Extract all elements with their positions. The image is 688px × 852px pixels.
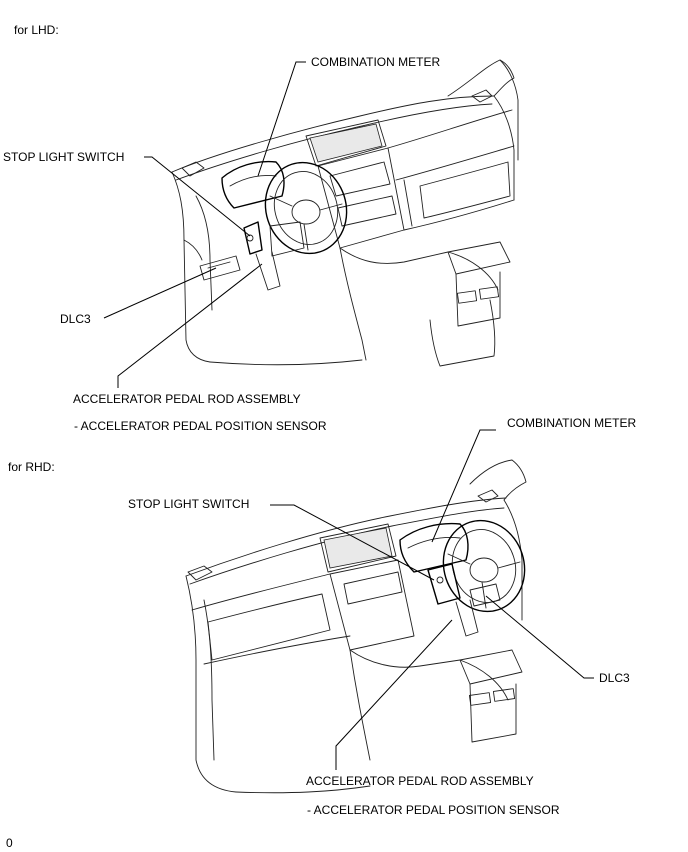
rhd-dlc3-leader [485, 595, 594, 679]
lhd-combination-meter-label: COMBINATION METER [311, 55, 441, 69]
rhd-dlc3-label: DLC3 [599, 671, 630, 685]
rhd-leader-lines [270, 429, 594, 770]
rhd-accelerator-pedal-leader [335, 619, 453, 770]
lhd-leader-lines [103, 61, 306, 388]
lhd-accelerator-pedal-leader [117, 263, 263, 388]
rhd-stop-light-switch-leader [270, 504, 435, 581]
lhd-dlc3-leader [103, 267, 217, 319]
figure-code: 0 [6, 836, 13, 850]
rhd-heading: for RHD: [8, 460, 55, 474]
lhd-stop-light-switch-label: STOP LIGHT SWITCH [3, 150, 125, 164]
lhd-stop-light-switch-leader [144, 156, 251, 237]
rhd-interior-illustration [185, 459, 527, 794]
rhd-stop-light-switch-label: STOP LIGHT SWITCH [128, 497, 250, 511]
lhd-heading: for LHD: [14, 23, 59, 37]
lhd-accelerator-pedal-sensor-label: - ACCELERATOR PEDAL POSITION SENSOR [74, 419, 327, 433]
rhd-combination-meter-label: COMBINATION METER [507, 416, 637, 430]
lhd-combination-meter-leader [257, 61, 306, 177]
lhd-dlc3-label: DLC3 [60, 312, 91, 326]
rhd-accelerator-pedal-rod-label: ACCELERATOR PEDAL ROD ASSEMBLY [306, 774, 534, 788]
rhd-accelerator-pedal-sensor-label: - ACCELERATOR PEDAL POSITION SENSOR [307, 803, 560, 817]
lhd-interior-illustration [171, 59, 519, 367]
lhd-accelerator-pedal-rod-label: ACCELERATOR PEDAL ROD ASSEMBLY [73, 392, 301, 406]
rhd-combination-meter-leader [431, 429, 496, 543]
